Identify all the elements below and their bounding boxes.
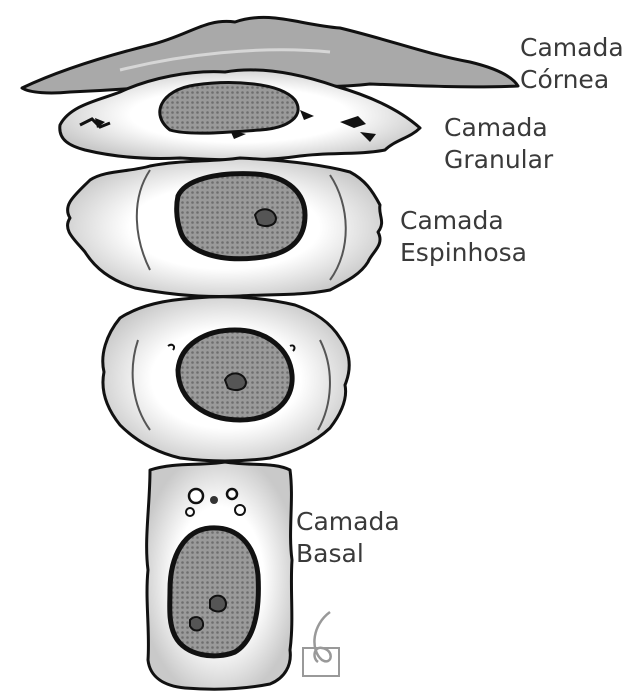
label-spinous-line2: Espinhosa: [400, 237, 527, 269]
curl-logo-icon: [303, 612, 339, 676]
label-corneum: Camada Córnea: [520, 32, 624, 96]
spinous-lower-cell: [103, 297, 349, 461]
label-granular: Camada Granular: [444, 112, 553, 176]
label-granular-line1: Camada: [444, 112, 553, 144]
basal-cell: [147, 462, 292, 689]
label-basal-line1: Camada: [296, 506, 400, 538]
label-granular-line2: Granular: [444, 144, 553, 176]
label-spinous: Camada Espinhosa: [400, 205, 527, 269]
label-corneum-line1: Camada: [520, 32, 624, 64]
spinous-cell: [68, 158, 382, 297]
label-basal-line2: Basal: [296, 538, 400, 570]
label-corneum-line2: Córnea: [520, 64, 624, 96]
label-spinous-line1: Camada: [400, 205, 527, 237]
label-basal: Camada Basal: [296, 506, 400, 570]
